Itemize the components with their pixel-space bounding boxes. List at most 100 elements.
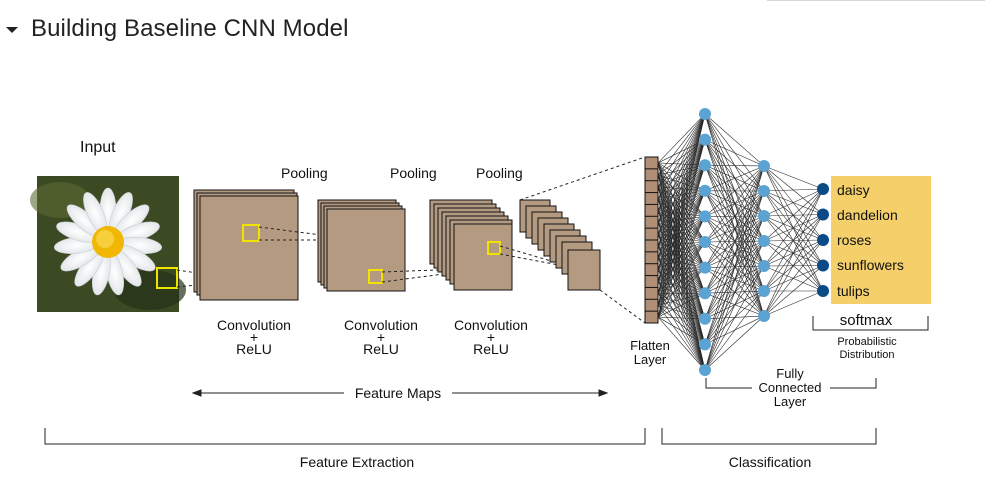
- connection-edge: [657, 216, 706, 294]
- relu-label-2: ReLU: [363, 341, 399, 357]
- hidden-node-layer1: [699, 364, 711, 376]
- pooling-label-2: Pooling: [390, 165, 437, 181]
- connection-edge: [657, 198, 706, 243]
- connection-edge: [657, 316, 706, 371]
- connection-edge: [657, 216, 706, 282]
- fc-label-line2: Connected: [759, 380, 822, 395]
- feature-map-stack-2: [317, 199, 406, 292]
- connection-edge: [657, 165, 706, 306]
- connection-edge: [657, 113, 706, 175]
- output-node: [817, 285, 829, 297]
- connection-edge: [657, 216, 706, 223]
- hidden-node-layer2: [758, 210, 770, 222]
- conv-plus-3: +: [487, 329, 495, 345]
- conv3-highlight: [487, 241, 501, 255]
- section-title: Building Baseline CNN Model: [31, 15, 349, 42]
- connection-edge: [657, 233, 706, 268]
- connection-edge: [657, 316, 706, 320]
- connection-edge: [657, 245, 706, 268]
- conv1-highlight: [242, 224, 260, 242]
- conv-label-1: Convolution: [217, 317, 291, 333]
- connection-edge: [657, 190, 706, 247]
- connection-edge: [657, 190, 706, 258]
- connection-edge: [657, 293, 706, 320]
- connection-edge: [657, 139, 706, 211]
- class-label-sunflowers: sunflowers: [837, 257, 904, 273]
- connection-edge: [763, 188, 824, 242]
- connection-edge: [704, 165, 765, 217]
- flatten-layer: [644, 156, 659, 324]
- connection-edge: [657, 241, 706, 282]
- connection-edge: [657, 190, 706, 223]
- connection-edge: [704, 315, 765, 371]
- connection-edge: [657, 113, 706, 258]
- connection-edge: [657, 316, 706, 345]
- feature-map-stack-1: [193, 189, 299, 301]
- connection-edge: [657, 241, 706, 318]
- connection-edge: [657, 113, 706, 199]
- connection-edge: [657, 113, 706, 211]
- collapse-triangle-icon[interactable]: [6, 24, 20, 38]
- pooling-label-1: Pooling: [281, 165, 328, 181]
- feature-extraction-bracket: [44, 428, 646, 445]
- connection-edge: [657, 190, 706, 211]
- connection-edge: [657, 257, 706, 268]
- hidden-node-layer1: [699, 287, 711, 300]
- connection-edge: [657, 113, 706, 247]
- connection-edge: [763, 188, 824, 317]
- connection-edge: [763, 188, 824, 292]
- connection-edge: [657, 165, 706, 223]
- connection-edge: [763, 188, 824, 267]
- input-receptive-field: [156, 267, 178, 289]
- connection-edge: [657, 210, 706, 217]
- hidden-node-layer1: [699, 338, 711, 351]
- connection-edge: [657, 190, 706, 199]
- connection-edge: [657, 198, 706, 217]
- conv-plus-1: +: [250, 329, 258, 345]
- connection-edge: [657, 139, 706, 199]
- top-divider: [767, 0, 985, 1]
- connection-edge: [657, 267, 706, 270]
- prob-label-line1: Probabilistic: [837, 336, 897, 348]
- prob-label-line2: Distribution: [839, 349, 894, 361]
- connection-edge: [657, 304, 706, 345]
- projection-lines-4: [499, 245, 576, 269]
- connection-edge: [704, 164, 765, 167]
- fc-label-line1: Fully: [776, 366, 804, 381]
- input-label: Input: [80, 139, 116, 156]
- hidden-node-layer2: [758, 310, 770, 322]
- connection-edge: [657, 190, 706, 282]
- connection-edge: [657, 221, 706, 243]
- hidden-node-layer1: [699, 133, 711, 146]
- hidden-node-layer1: [699, 312, 711, 325]
- connection-edge: [763, 265, 824, 317]
- relu-label-3: ReLU: [473, 341, 509, 357]
- connection-edge: [763, 214, 824, 317]
- connection-edge: [657, 267, 706, 282]
- connection-edge: [704, 165, 765, 294]
- connection-edge: [704, 165, 765, 192]
- connection-edge: [657, 165, 706, 247]
- connection-edge: [657, 216, 706, 235]
- connection-edge: [657, 113, 706, 294]
- connection-edge: [657, 113, 706, 187]
- connection-edge: [763, 290, 824, 317]
- connection-edge: [657, 267, 706, 306]
- connection-edge: [763, 188, 824, 192]
- feature-maps-label: Feature Maps: [355, 385, 441, 401]
- connection-edge: [657, 113, 706, 306]
- hidden-node-layer2: [758, 235, 770, 247]
- class-label-daisy: daisy: [837, 182, 870, 198]
- flatten-label-line1: Flatten: [630, 338, 670, 353]
- feature-maps-arrow: [191, 389, 609, 397]
- connection-edge: [657, 293, 706, 345]
- connection-edge: [657, 164, 706, 211]
- connection-edge: [763, 239, 824, 317]
- hidden-node-layer2: [758, 160, 770, 172]
- connection-edge: [657, 241, 706, 294]
- output-class-box: [831, 176, 931, 304]
- connection-edge: [704, 165, 765, 319]
- connection-edge: [657, 113, 706, 223]
- connection-edge: [704, 240, 765, 371]
